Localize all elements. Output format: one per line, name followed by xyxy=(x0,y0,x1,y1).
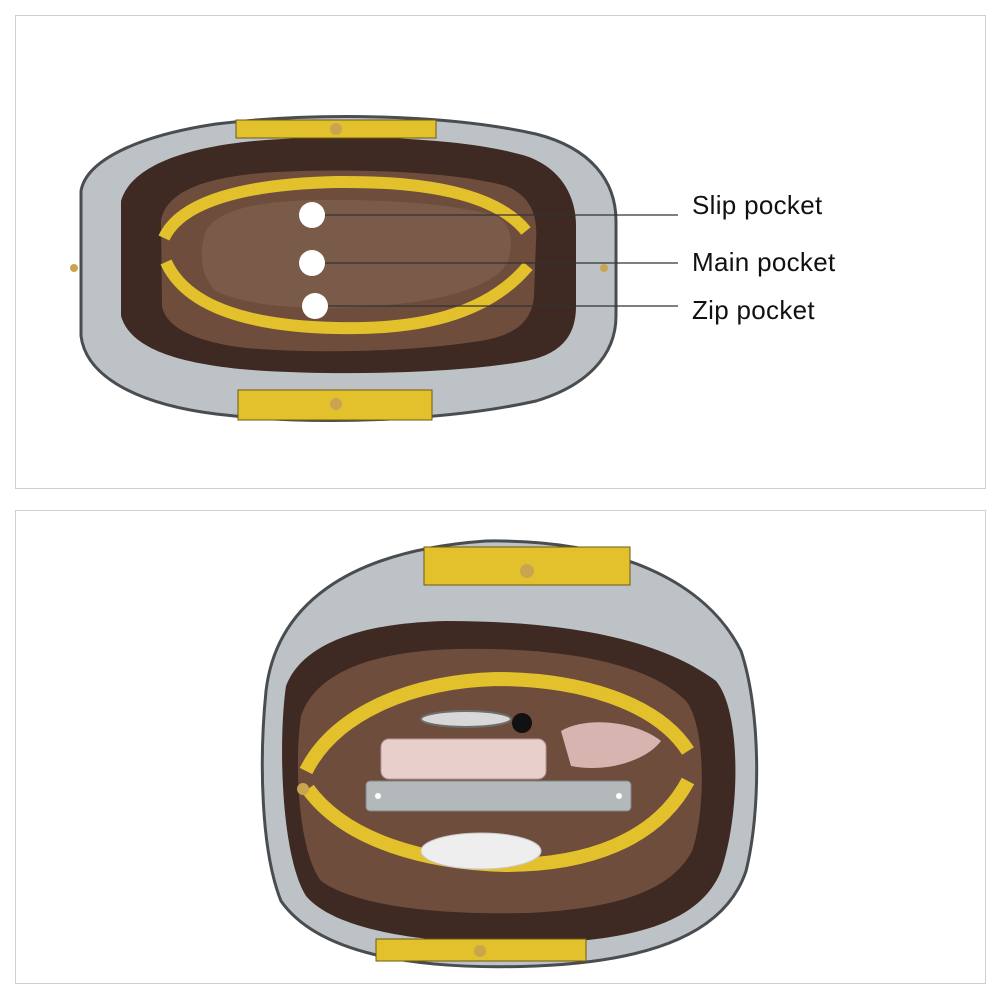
zipper-trim-lower xyxy=(160,259,533,335)
bottom-snap xyxy=(330,398,342,410)
zip-pocket-label: Zip pocket xyxy=(692,295,815,325)
sunglasses-item xyxy=(420,710,512,728)
slip-pocket-label: Slip pocket xyxy=(692,190,823,220)
bottom-flap xyxy=(237,389,433,421)
zip-pocket-marker xyxy=(302,293,328,319)
slip-pocket-marker xyxy=(299,202,325,228)
zipper-pull xyxy=(297,783,309,795)
zipper-trim-upper xyxy=(158,175,531,241)
tablet-button-right xyxy=(616,793,622,799)
top-snap xyxy=(330,123,342,135)
pink-phone-item xyxy=(380,738,547,780)
handbag-interior-filled-photo xyxy=(260,539,759,969)
bottom-snap xyxy=(474,945,486,957)
white-bottle-item xyxy=(420,832,542,870)
main-pocket-area xyxy=(201,199,511,308)
zipper-trim-upper xyxy=(299,671,694,775)
tablet-button-left xyxy=(375,793,381,799)
pink-umbrella-item xyxy=(561,722,661,769)
side-rivet-right xyxy=(600,264,608,272)
bottom-photo-panel xyxy=(15,510,986,984)
top-photo-panel: Slip pocket Main pocket Zip pocket xyxy=(15,15,986,489)
side-rivet-left xyxy=(70,264,78,272)
grey-tablet-item xyxy=(365,780,632,812)
black-compact-item xyxy=(512,713,532,733)
main-pocket-marker xyxy=(299,250,325,276)
handbag-interior-empty-photo xyxy=(70,115,678,422)
main-pocket-label: Main pocket xyxy=(692,247,836,277)
top-snap xyxy=(520,564,534,578)
